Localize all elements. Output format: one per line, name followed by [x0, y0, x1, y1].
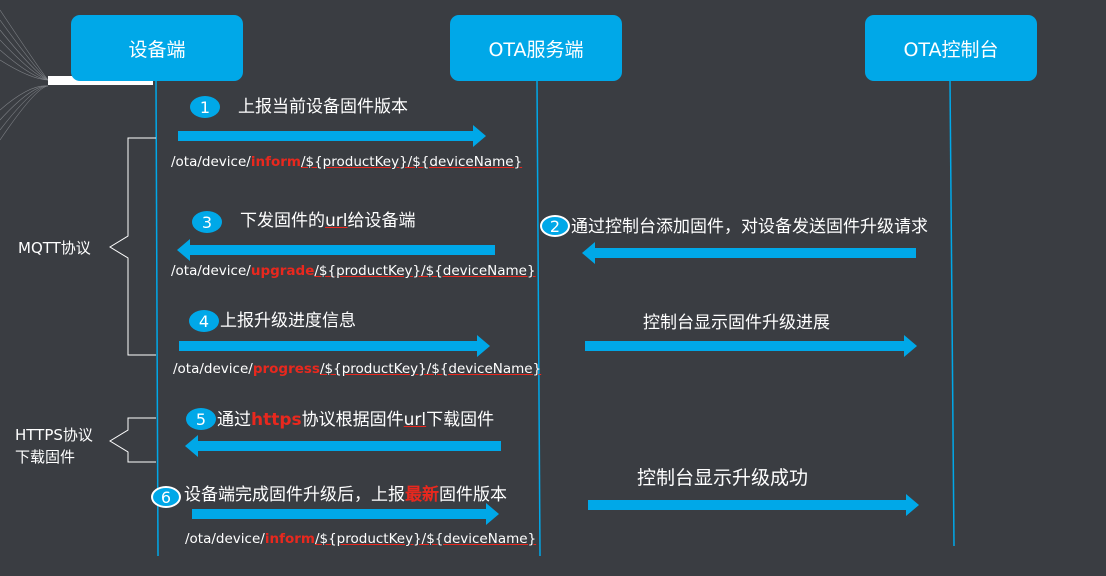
step-badge-2: 2: [540, 215, 570, 237]
label-text: 协议根据固件: [301, 410, 404, 430]
device-node-label: 设备端: [128, 38, 186, 61]
label-text: 通过: [217, 410, 251, 430]
arrow-step-5: [185, 435, 501, 457]
device-node: 设备端: [71, 15, 243, 81]
topic-suffix: /${productKey}/${deviceName}: [319, 361, 542, 377]
label-text: 固件版本: [439, 485, 507, 505]
arrow-console-success: [588, 494, 919, 516]
mqtt-brace: [109, 137, 156, 356]
topic-step-1: /ota/device/inform/${productKey}/${devic…: [171, 153, 522, 171]
https-protocol-line2: 下载固件: [15, 448, 76, 466]
label-text: 设备端完成固件升级后，上报: [184, 485, 405, 505]
server-node: OTA服务端: [450, 15, 622, 81]
https-protocol-label: HTTPS协议 下载固件: [15, 424, 93, 468]
step-number: 1: [199, 97, 211, 117]
step-label-1: 上报当前设备固件版本: [238, 97, 408, 117]
topic-prefix: /ota/device/: [171, 154, 251, 170]
device-lifeline: [155, 79, 159, 557]
step-badge-6: 6: [151, 486, 181, 508]
topic-keyword: inform: [250, 154, 301, 170]
https-protocol-line1: HTTPS协议: [15, 426, 93, 444]
step-label-4: 上报升级进度信息: [220, 311, 356, 331]
topic-prefix: /ota/device/: [185, 531, 265, 547]
topic-step-6: /ota/device/inform/${productKey}/${devic…: [185, 530, 536, 548]
step-label-3: 下发固件的url给设备端: [240, 210, 416, 232]
step-label-2: 通过控制台添加固件，对设备发送固件升级请求: [571, 217, 928, 237]
topic-suffix: /${productKey}/${deviceName}: [314, 531, 537, 547]
label-keyword: 最新: [405, 485, 439, 505]
server-node-label: OTA服务端: [488, 38, 584, 61]
label-text: 下载固件: [426, 410, 495, 430]
arrow-step-3: [177, 239, 495, 261]
topic-step-4: /ota/device/progress/${productKey}/${dev…: [173, 360, 541, 378]
step-badge-5: 5: [186, 408, 216, 430]
label-url: url: [325, 211, 348, 231]
topic-suffix: /${productKey}/${deviceName}: [314, 263, 536, 279]
console-progress-label: 控制台显示固件升级进展: [643, 313, 830, 333]
console-node: OTA控制台: [865, 15, 1037, 81]
step-badge-1: 1: [190, 96, 220, 118]
step-badge-3: 3: [192, 211, 222, 233]
label-keyword: https: [251, 410, 302, 430]
https-brace: [109, 417, 156, 463]
step-number: 3: [201, 212, 213, 232]
topic-step-3: /ota/device/upgrade/${productKey}/${devi…: [171, 262, 536, 280]
arrow-step-1: [178, 125, 486, 147]
topic-keyword: inform: [264, 531, 315, 547]
mqtt-protocol-label: MQTT协议: [18, 237, 91, 259]
step-number: 6: [160, 487, 172, 507]
left-edge-decoration: [0, 9, 49, 141]
label-text: 给设备端: [347, 211, 416, 231]
console-success-label: 控制台显示升级成功: [637, 467, 809, 489]
step-number: 4: [198, 311, 210, 331]
mqtt-protocol-text: MQTT协议: [18, 239, 91, 257]
arrow-step-2: [582, 242, 916, 264]
topic-suffix: /${productKey}/${deviceName}: [300, 154, 523, 170]
console-lifeline: [949, 79, 955, 547]
topic-prefix: /ota/device/: [171, 263, 251, 279]
step-label-5: 通过https协议根据固件url下载固件: [217, 409, 494, 431]
label-url: url: [403, 410, 427, 430]
console-node-label: OTA控制台: [903, 38, 999, 61]
label-text: 下发固件的: [240, 211, 325, 231]
topic-prefix: /ota/device/: [173, 361, 253, 377]
step-number: 5: [195, 409, 207, 429]
topic-keyword: progress: [252, 361, 320, 377]
arrow-console-progress: [585, 335, 917, 357]
arrow-step-4: [179, 335, 490, 357]
topic-keyword: upgrade: [250, 263, 315, 279]
server-lifeline: [536, 79, 541, 557]
arrow-step-6: [192, 503, 499, 525]
step-label-6: 设备端完成固件升级后，上报最新固件版本: [184, 484, 507, 506]
step-number: 2: [549, 216, 561, 236]
step-badge-4: 4: [189, 310, 219, 332]
